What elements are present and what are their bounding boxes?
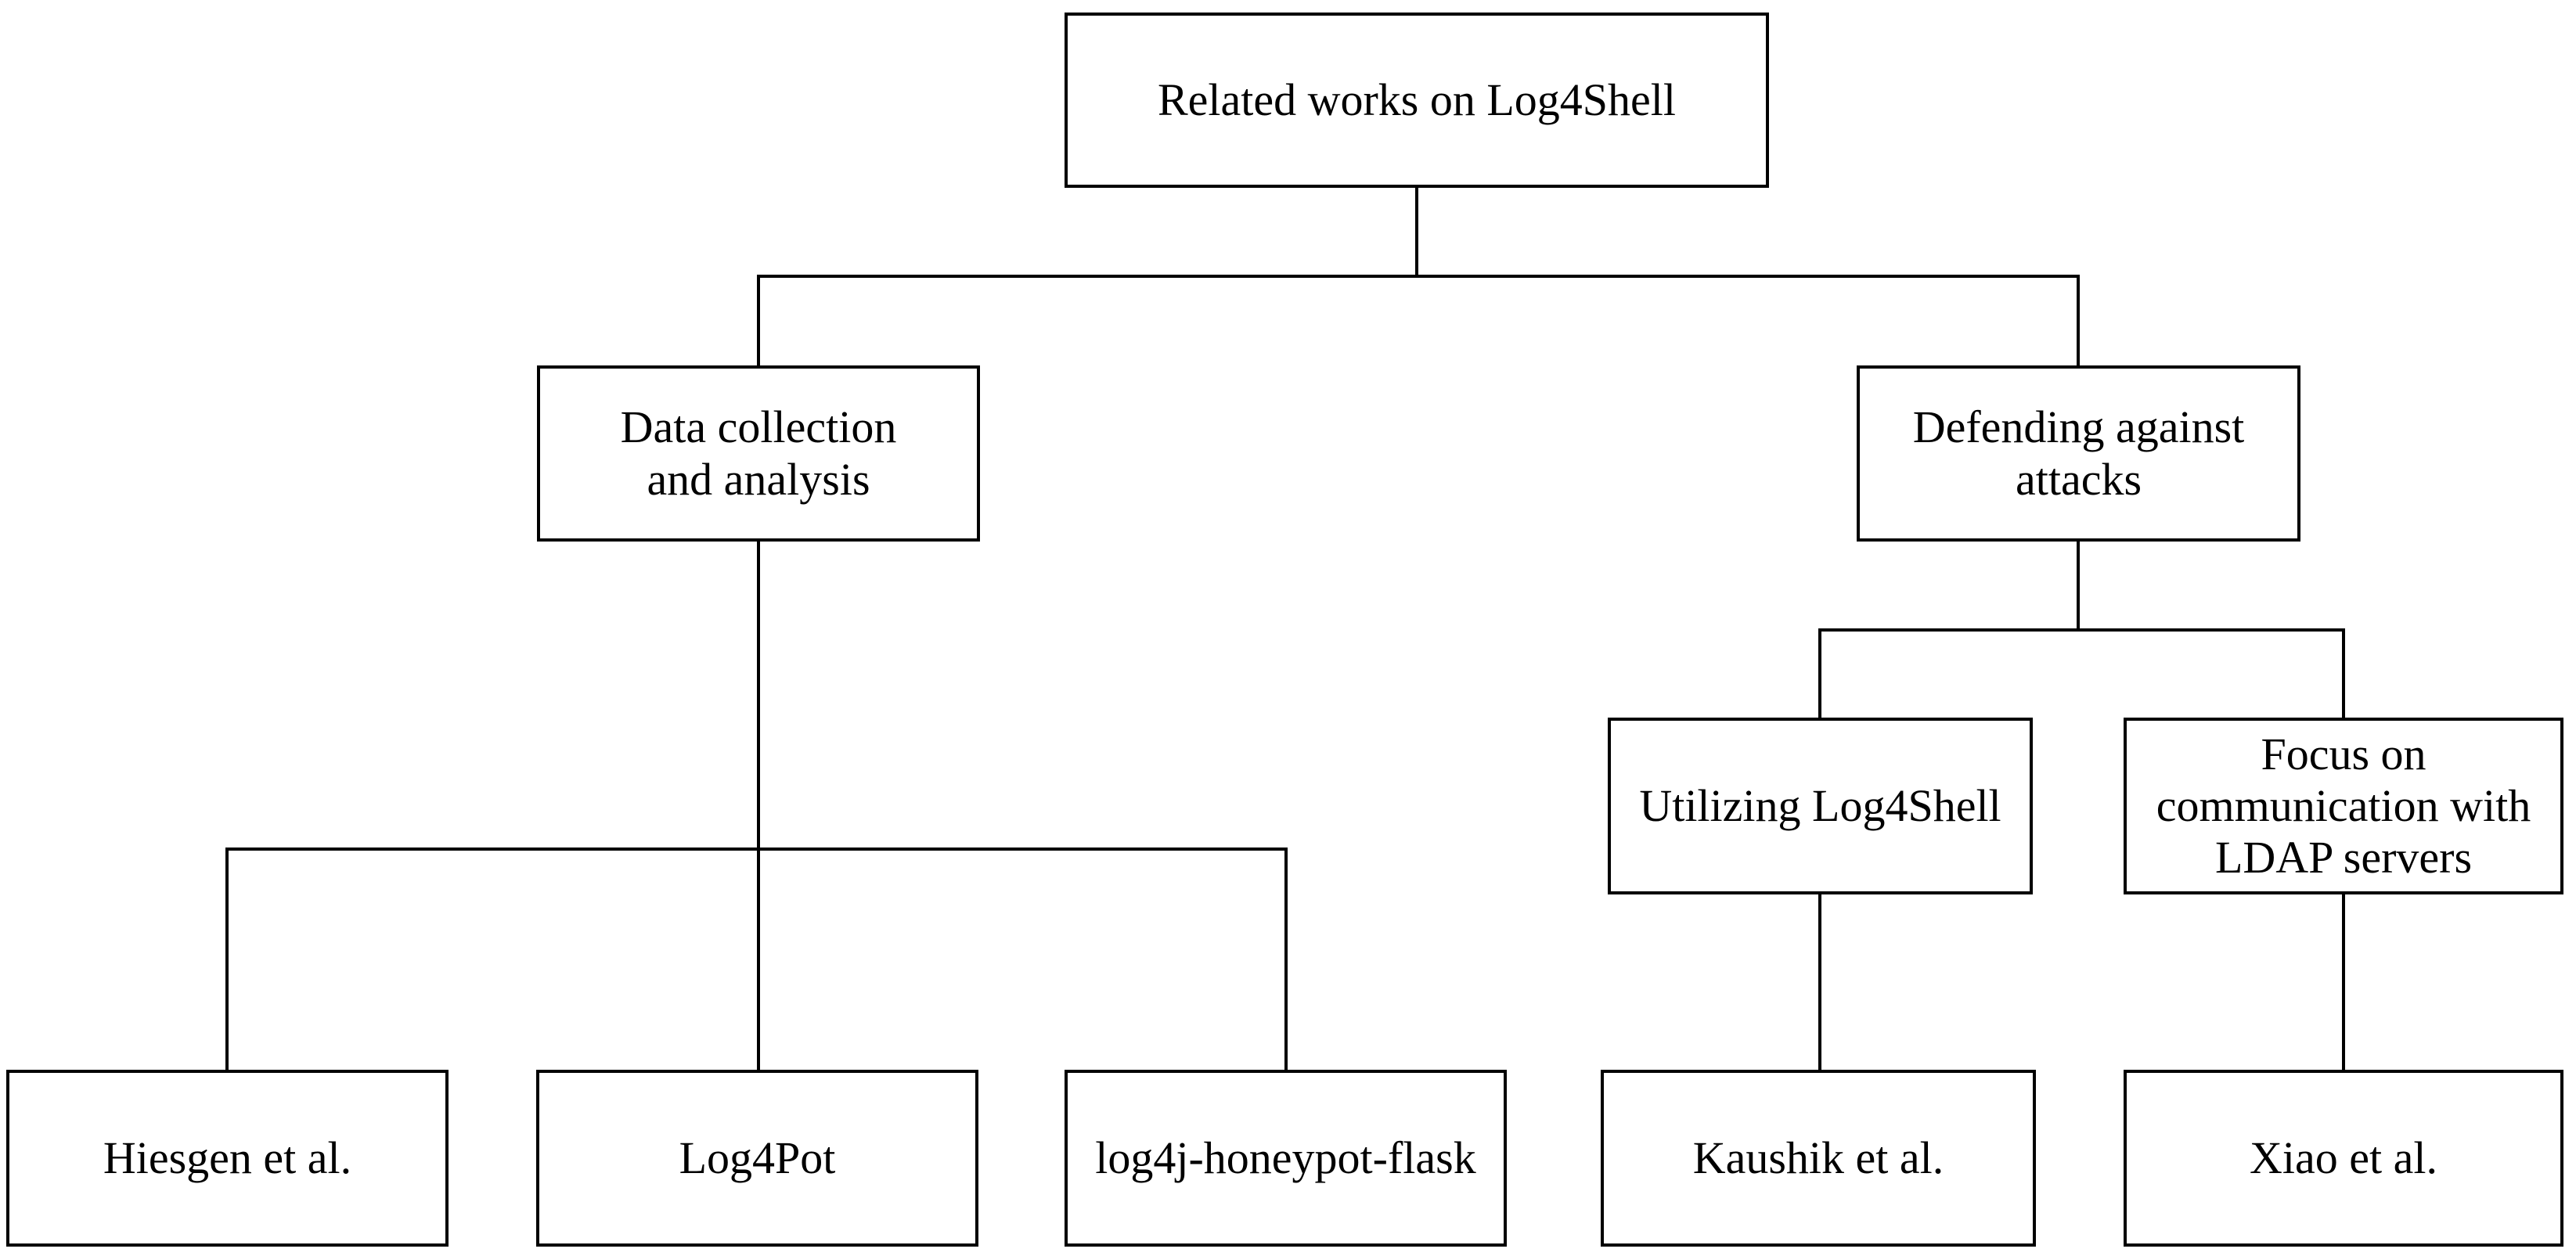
node-utilizing-label: Utilizing Log4Shell (1639, 779, 2001, 831)
node-defending-label: Defending against attacks (1912, 401, 2245, 505)
node-kaushik: Kaushik et al. (1601, 1070, 2036, 1247)
node-related-works-root: Related works on Log4Shell (1065, 13, 1769, 188)
node-xiao: Xiao et al. (2124, 1070, 2563, 1247)
connector-hiesgen-top (225, 848, 229, 1071)
node-log4j-honeypot-flask: log4j-honeypot-flask (1065, 1070, 1507, 1247)
node-hiesgen: Hiesgen et al. (6, 1070, 449, 1247)
node-utilizing-log4shell: Utilizing Log4Shell (1608, 718, 2033, 894)
connector-level2-bar (757, 275, 2080, 278)
connector-data-collection-top (757, 275, 760, 367)
connector-focus-xiao (2342, 893, 2345, 1071)
connector-honeypot-flask-top (1284, 848, 1288, 1071)
node-hiesgen-label: Hiesgen et al. (103, 1132, 352, 1183)
connector-utilizing-top (1818, 628, 1821, 719)
node-focus-ldap-label: Focus on communication with LDAP servers (2156, 728, 2531, 884)
connector-collection-children-bar (225, 848, 1288, 851)
node-data-collection: Data collection and analysis (537, 365, 980, 542)
connector-defending-stem (2077, 540, 2080, 632)
connector-utilizing-kaushik (1818, 893, 1821, 1071)
connector-data-collection-stem (757, 540, 760, 1071)
connector-defending-children-bar (1818, 628, 2345, 632)
node-defending-against-attacks: Defending against attacks (1857, 365, 2300, 542)
node-honeypot-flask-label: log4j-honeypot-flask (1095, 1132, 1476, 1183)
node-xiao-label: Xiao et al. (2250, 1132, 2437, 1183)
connector-root-stem (1415, 186, 1418, 278)
node-kaushik-label: Kaushik et al. (1692, 1132, 1944, 1183)
connector-defending-top (2077, 275, 2080, 367)
connector-focus-ldap-top (2342, 628, 2345, 719)
node-focus-ldap-servers: Focus on communication with LDAP servers (2124, 718, 2563, 894)
node-data-collection-label: Data collection and analysis (620, 401, 897, 505)
node-related-works-label: Related works on Log4Shell (1157, 74, 1677, 125)
node-log4pot: Log4Pot (536, 1070, 978, 1247)
node-log4pot-label: Log4Pot (679, 1132, 836, 1183)
